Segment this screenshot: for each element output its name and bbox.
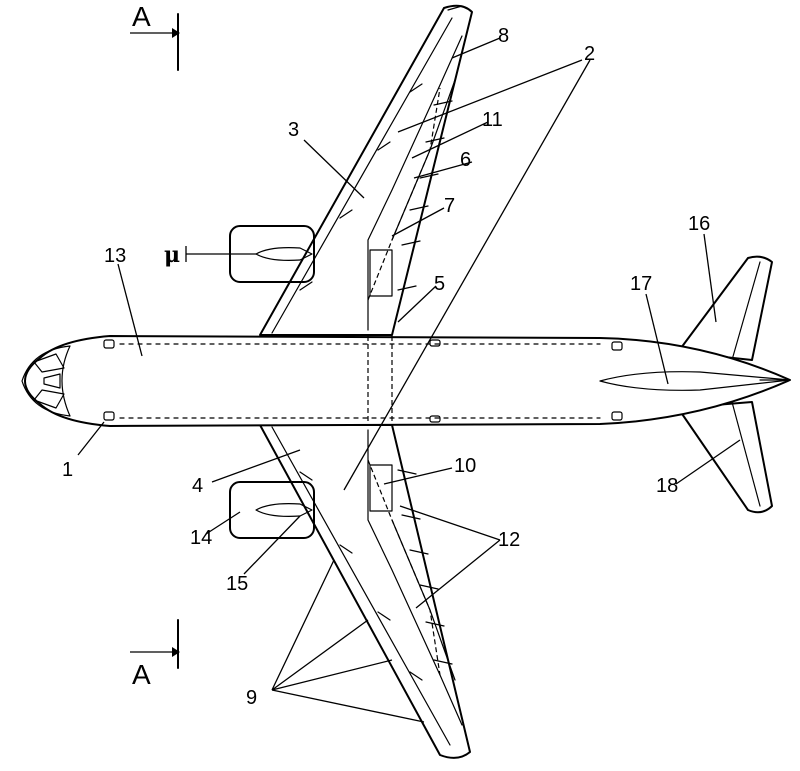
label-5: 5 <box>434 273 445 295</box>
label-mu: μ <box>164 242 180 268</box>
label-12: 12 <box>498 529 520 551</box>
label-14: 14 <box>190 527 212 549</box>
label-8: 8 <box>498 25 509 47</box>
lower-wing <box>259 424 471 759</box>
label-13: 13 <box>104 245 126 267</box>
fuselage <box>21 335 791 427</box>
upper-stabilizer <box>677 255 773 361</box>
section-label-bottom: A <box>132 659 151 690</box>
label-10: 10 <box>454 455 476 477</box>
label-11: 11 <box>482 109 503 131</box>
section-marker-top: A <box>130 1 180 71</box>
label-2: 2 <box>584 43 595 65</box>
upper-wing <box>259 4 473 336</box>
section-marker-bottom: A <box>130 619 180 690</box>
label-6: 6 <box>460 149 471 171</box>
label-4: 4 <box>192 475 203 497</box>
label-1: 1 <box>62 459 73 481</box>
lower-engine <box>229 481 315 539</box>
leader-lines <box>77 37 741 723</box>
label-17: 17 <box>630 273 652 295</box>
section-label-top: A <box>132 1 151 32</box>
label-18: 18 <box>656 475 678 497</box>
label-7: 7 <box>444 195 455 217</box>
label-15: 15 <box>226 573 248 595</box>
label-16: 16 <box>688 213 710 235</box>
label-9: 9 <box>246 687 257 709</box>
label-3: 3 <box>288 119 299 141</box>
callout-labels: 1 2 3 4 5 6 7 8 9 10 11 12 13 14 15 16 1… <box>62 25 710 709</box>
lower-stabilizer <box>677 401 773 514</box>
